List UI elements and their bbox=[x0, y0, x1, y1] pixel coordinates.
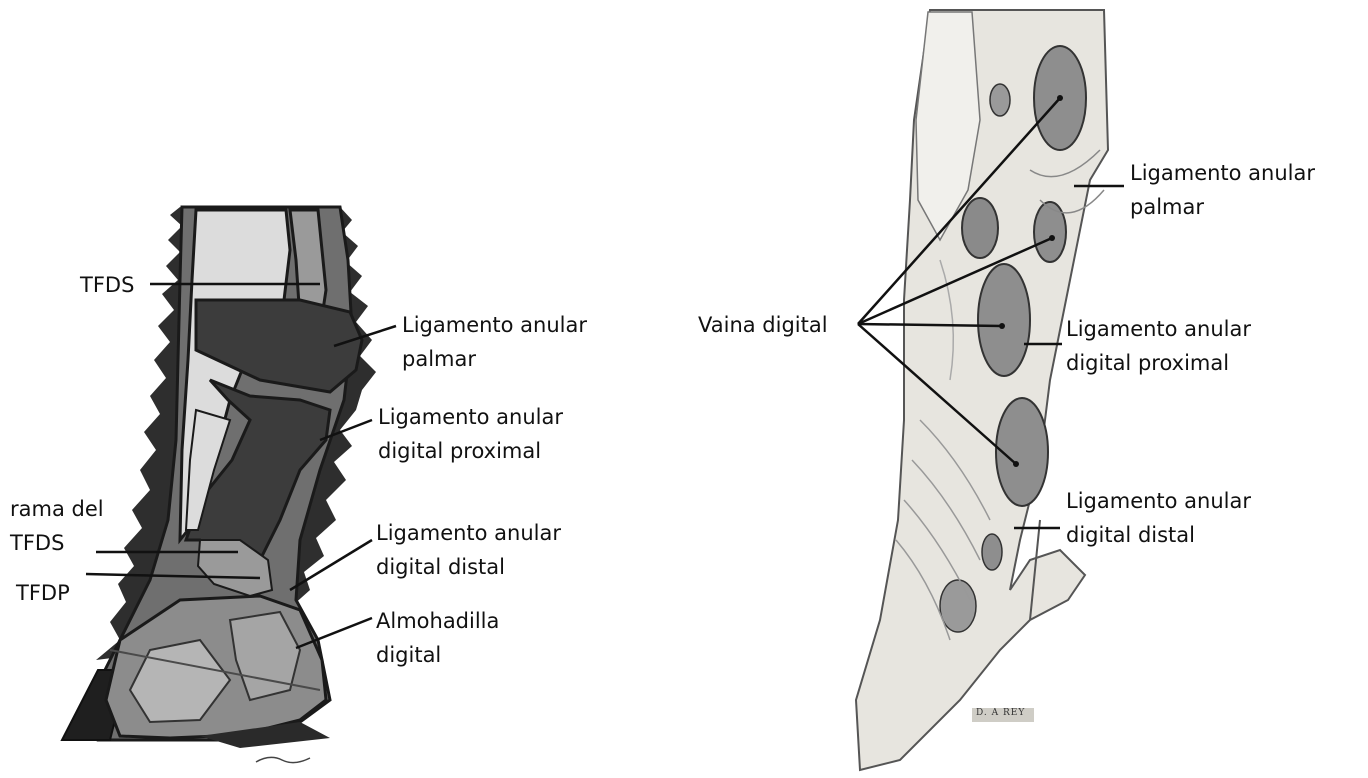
label-rama-del-tfds: rama del TFDS bbox=[10, 492, 104, 560]
label-line: Ligamento anular bbox=[1066, 312, 1251, 346]
label-line: Almohadilla bbox=[376, 604, 499, 638]
label-line: palmar bbox=[1130, 190, 1315, 224]
engraving-signature: D. A REY bbox=[976, 708, 1025, 718]
label-lig-anular-digital-proximal-right: Ligamento anular digital proximal bbox=[1066, 312, 1251, 380]
label-line: rama del bbox=[10, 492, 104, 526]
label-tfds: TFDS bbox=[80, 268, 134, 302]
label-lig-anular-palmar-right: Ligamento anular palmar bbox=[1130, 156, 1315, 224]
label-line: TFDS bbox=[10, 526, 104, 560]
label-lig-anular-digital-proximal-left: Ligamento anular digital proximal bbox=[378, 400, 563, 468]
label-line: Ligamento anular bbox=[1130, 156, 1315, 190]
label-line: digital distal bbox=[376, 550, 561, 584]
label-line: Ligamento anular bbox=[1066, 484, 1251, 518]
label-line: palmar bbox=[402, 342, 587, 376]
label-line: digital bbox=[376, 638, 499, 672]
label-line: Ligamento anular bbox=[378, 400, 563, 434]
label-vaina-digital: Vaina digital bbox=[698, 308, 828, 342]
label-tfdp: TFDP bbox=[16, 576, 70, 610]
label-line: digital proximal bbox=[1066, 346, 1251, 380]
label-lig-anular-palmar-left: Ligamento anular palmar bbox=[402, 308, 587, 376]
label-lig-anular-digital-distal-right: Ligamento anular digital distal bbox=[1066, 484, 1251, 552]
label-line: digital proximal bbox=[378, 434, 563, 468]
label-line: Ligamento anular bbox=[376, 516, 561, 550]
label-line: digital distal bbox=[1066, 518, 1251, 552]
label-line: Ligamento anular bbox=[402, 308, 587, 342]
label-almohadilla-digital: Almohadilla digital bbox=[376, 604, 499, 672]
label-lig-anular-digital-distal-left: Ligamento anular digital distal bbox=[376, 516, 561, 584]
